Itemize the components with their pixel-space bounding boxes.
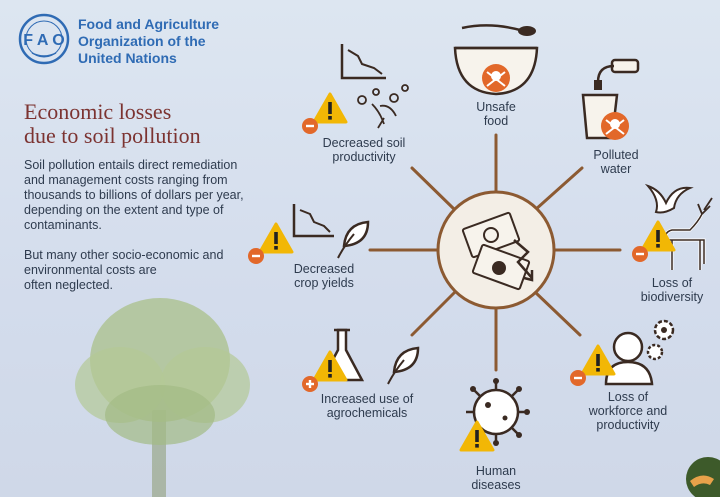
warning-icon	[459, 420, 495, 452]
tap-skull-icon	[581, 58, 640, 140]
worker-gears-icon	[604, 319, 675, 386]
virus-icon	[466, 378, 530, 446]
tree-icon	[75, 298, 250, 497]
minus-icon	[570, 370, 586, 386]
minus-icon	[632, 246, 648, 262]
impact-label-loss-of-biodiversity: Loss of biodiversity	[640, 276, 704, 304]
handshake-icon	[686, 457, 720, 497]
impact-label-loss-of-workforce: Loss of workforce and productivity	[588, 390, 668, 432]
declining-chart-leaf-icon	[292, 204, 370, 259]
warning-icon	[580, 344, 616, 376]
page-title: Economic losses due to soil pollution	[24, 100, 244, 148]
svg-text:F A O: F A O	[23, 32, 64, 49]
impact-label-agrochemicals: Increased use of agrochemicals	[320, 392, 414, 420]
intro-paragraph-1: Soil pollution entails direct remediatio…	[24, 158, 264, 233]
impact-label-polluted-water: Polluted water	[593, 148, 639, 176]
title-line-2: due to soil pollution	[24, 123, 201, 148]
minus-icon	[248, 248, 264, 264]
paragraph-line: Soil pollution entails direct remediatio…	[24, 158, 238, 172]
impact-label-crop-yields: Decreased crop yields	[293, 262, 355, 290]
paragraph-line: and management costs ranging from	[24, 173, 228, 187]
minus-icon	[302, 118, 318, 134]
org-name-line-1: Food and Agriculture	[78, 16, 220, 32]
fao-logo-icon: F A O	[18, 13, 70, 65]
org-name-line-3: United Nations	[78, 50, 177, 66]
impact-label-soil-productivity: Decreased soil productivity	[322, 136, 406, 164]
paragraph-line: environmental costs are	[24, 263, 157, 277]
connector-lines	[368, 133, 622, 372]
warning-markers	[248, 92, 676, 452]
warning-icon	[312, 92, 348, 124]
dove-deer-icon	[644, 183, 713, 270]
bowl-skull-icon	[453, 24, 539, 96]
impact-label-unsafe-food: Unsafe food	[476, 100, 516, 128]
paragraph-line: often neglected.	[24, 278, 113, 292]
title-line-1: Economic losses	[24, 99, 172, 124]
impact-label-human-diseases: Human diseases	[471, 464, 521, 492]
warning-icon	[640, 220, 676, 252]
paragraph-line: depending on the extent and type of	[24, 203, 224, 217]
org-name-line-2: Organization of the	[78, 33, 206, 49]
declining-chart-soil-icon	[340, 44, 409, 129]
warning-icon	[258, 222, 294, 254]
intro-paragraph-2: But many other socio-economic and enviro…	[24, 248, 264, 293]
paragraph-line: thousands to billions of dollars per yea…	[24, 188, 244, 202]
paragraph-line: contaminants.	[24, 218, 102, 232]
warning-icon	[312, 350, 348, 382]
plus-icon	[302, 376, 318, 392]
paragraph-line: But many other socio-economic and	[24, 248, 224, 262]
money-loss-icon	[436, 190, 556, 310]
